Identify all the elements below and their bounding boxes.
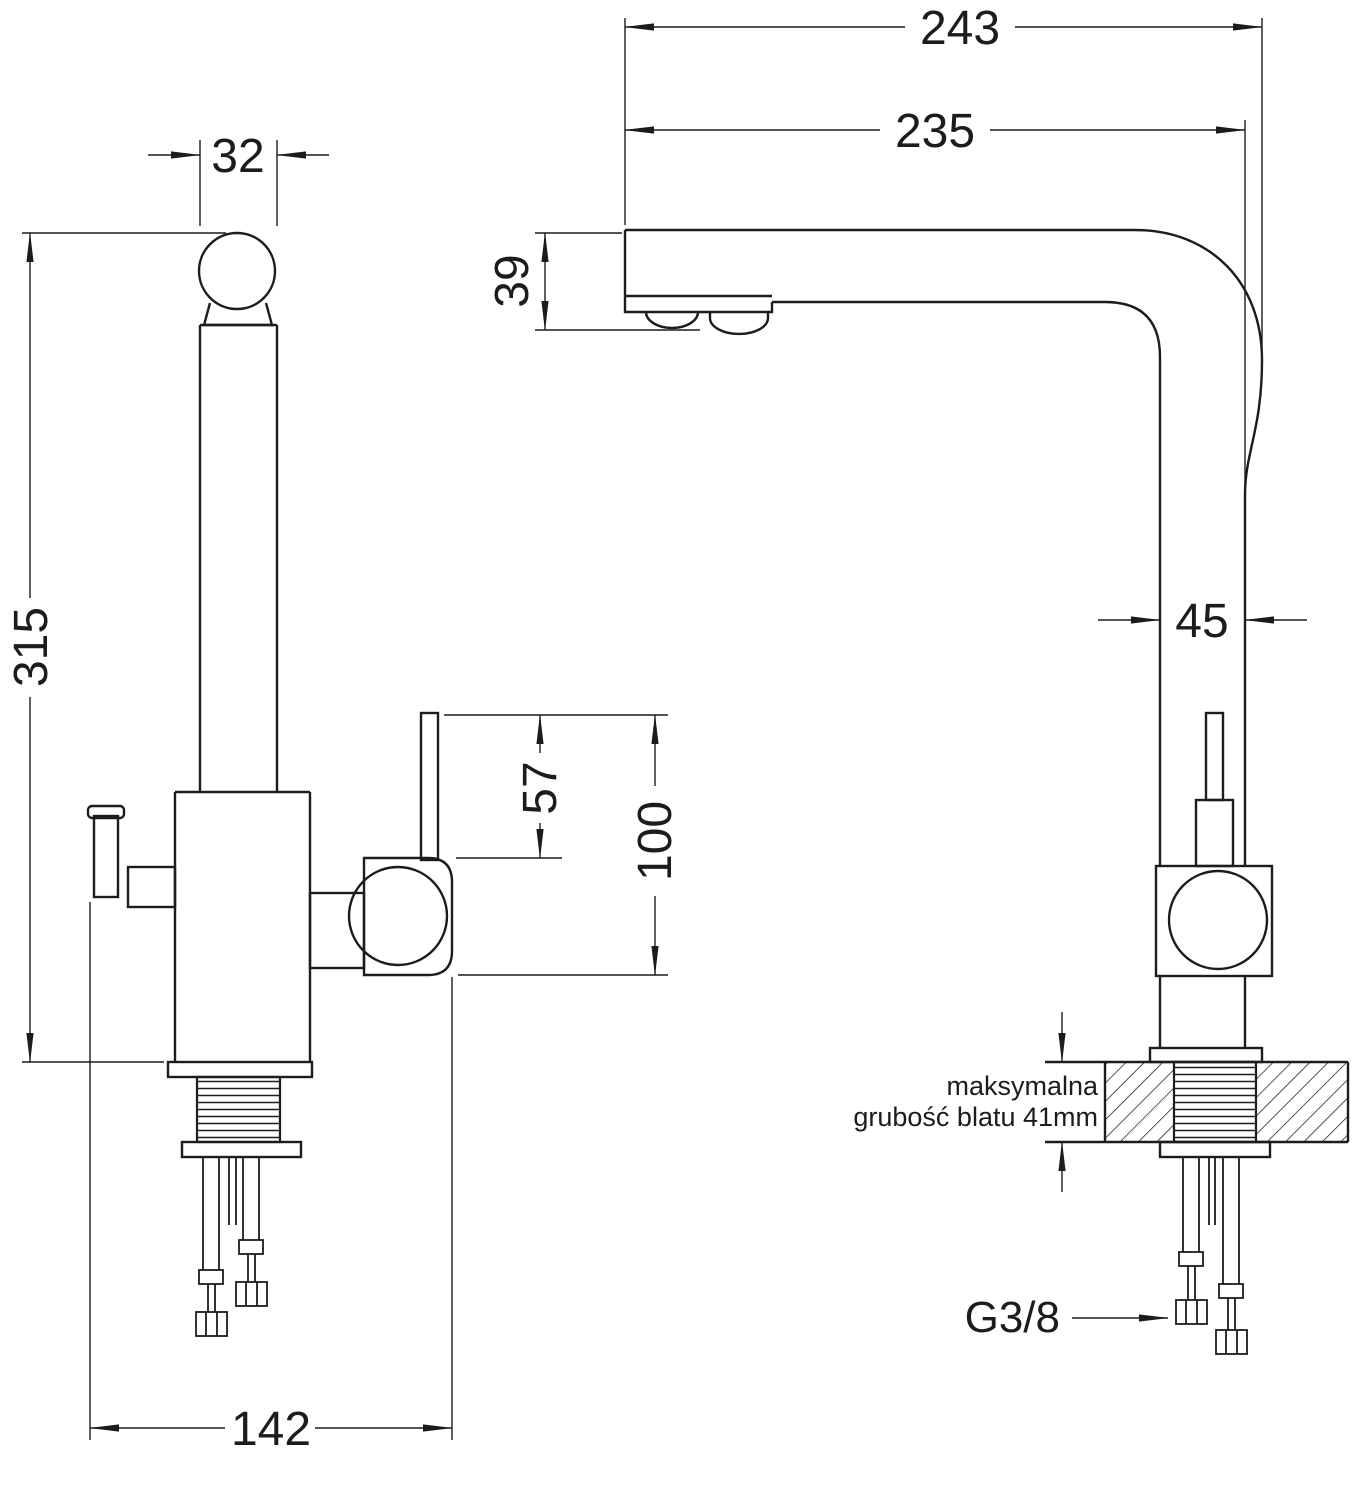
dim-spout-reach-label: 235 — [895, 105, 975, 158]
side-mounting-nut — [1158, 1140, 1272, 1159]
dim-total-height-label: 315 — [5, 607, 58, 687]
spout-inner-outline — [772, 300, 1162, 866]
extension-lines — [535, 232, 700, 331]
dim-handle-height — [444, 714, 668, 859]
dim-spout-height-label: 39 — [486, 254, 539, 307]
hose-hex-nut-g38 — [1175, 1299, 1208, 1325]
dim-handle-assembly-height — [458, 714, 668, 976]
mounting-stud — [228, 1157, 237, 1225]
side-handle-neck — [1194, 798, 1235, 868]
hose-hex-nut — [1215, 1329, 1248, 1355]
hex-nut-facets — [1225, 1330, 1238, 1354]
knob-collar — [202, 302, 274, 327]
left-handle-connector — [126, 865, 177, 909]
side-view-hoses — [1175, 1157, 1248, 1355]
right-handle-housing — [362, 856, 454, 977]
extension-lines — [444, 714, 668, 859]
aerator-front — [644, 311, 700, 330]
dim-total-height — [22, 232, 226, 1063]
hose-fitting — [1218, 1283, 1244, 1299]
front-view-drawing — [86, 231, 454, 1159]
front-view-hoses — [195, 1157, 268, 1337]
dim-handle-assembly-label: 100 — [629, 801, 682, 881]
right-handle-joint — [347, 865, 449, 967]
hose-tube — [207, 1284, 216, 1312]
hose-fitting — [198, 1269, 224, 1285]
thread-size-label: G3/8 — [965, 1293, 1060, 1342]
worktop-hatch-right — [1256, 1062, 1348, 1142]
dim-overall-width — [624, 18, 1263, 348]
left-handle-cap — [86, 804, 126, 820]
mounting-nut — [180, 1140, 303, 1159]
column-lower — [1158, 976, 1247, 1048]
base-flange — [166, 1060, 314, 1079]
counter-note-line2: grubość blatu 41mm — [853, 1102, 1098, 1132]
supply-hose-right — [1222, 1157, 1240, 1284]
hose-fitting — [238, 1239, 264, 1255]
right-handle-connector — [308, 891, 366, 970]
dim-pipe-width-label: 32 — [211, 130, 264, 183]
side-view-drawing — [623, 228, 1274, 1064]
counter-note-line1: maksymalna — [946, 1071, 1099, 1101]
hex-nut-facets — [205, 1312, 218, 1336]
threaded-shank — [195, 1075, 282, 1144]
worktop-hatch-left — [1105, 1062, 1174, 1142]
hose-tube — [247, 1254, 256, 1282]
spout-outer-outline — [625, 228, 1264, 866]
faucet-body — [173, 790, 312, 1062]
supply-hose-left — [1182, 1157, 1200, 1252]
dim-spout-height — [535, 232, 700, 331]
faucet-knob — [197, 231, 277, 311]
dim-body-width-label: 45 — [1175, 595, 1228, 648]
left-handle-lever — [92, 814, 120, 899]
dim-spout-reach — [624, 120, 1246, 495]
side-threaded-shank — [1172, 1060, 1258, 1144]
extension-lines — [624, 18, 1263, 348]
mixer-joint — [1167, 869, 1269, 971]
dim-overall-width-label: 243 — [920, 2, 1000, 55]
supply-hose-left — [202, 1157, 220, 1270]
side-base-flange — [1148, 1046, 1264, 1064]
hose-hex-nut — [235, 1281, 268, 1307]
riser-pipe — [198, 323, 279, 792]
dim-handle-height-label: 57 — [514, 761, 567, 814]
hose-fitting — [1178, 1251, 1204, 1267]
right-handle-lever — [419, 711, 440, 862]
side-handle-lever — [1204, 711, 1225, 802]
dim-pipe-width — [148, 140, 329, 226]
hose-hex-nut — [195, 1311, 228, 1337]
worktop-section — [1045, 1060, 1350, 1159]
spout-head — [623, 230, 774, 314]
hex-nut-facets — [245, 1282, 258, 1306]
supply-hose-right — [242, 1157, 260, 1240]
aerator-outlet — [708, 312, 770, 336]
dim-base-span — [89, 902, 453, 1440]
hose-tube — [1227, 1298, 1236, 1330]
mounting-stud — [1208, 1157, 1216, 1225]
hose-tube — [1187, 1266, 1196, 1300]
extension-lines — [22, 232, 226, 1063]
hex-nut-facets — [1185, 1300, 1198, 1324]
dim-base-span-label: 142 — [231, 1403, 311, 1456]
mixer-housing — [1154, 864, 1274, 978]
extension-lines — [89, 902, 453, 1440]
